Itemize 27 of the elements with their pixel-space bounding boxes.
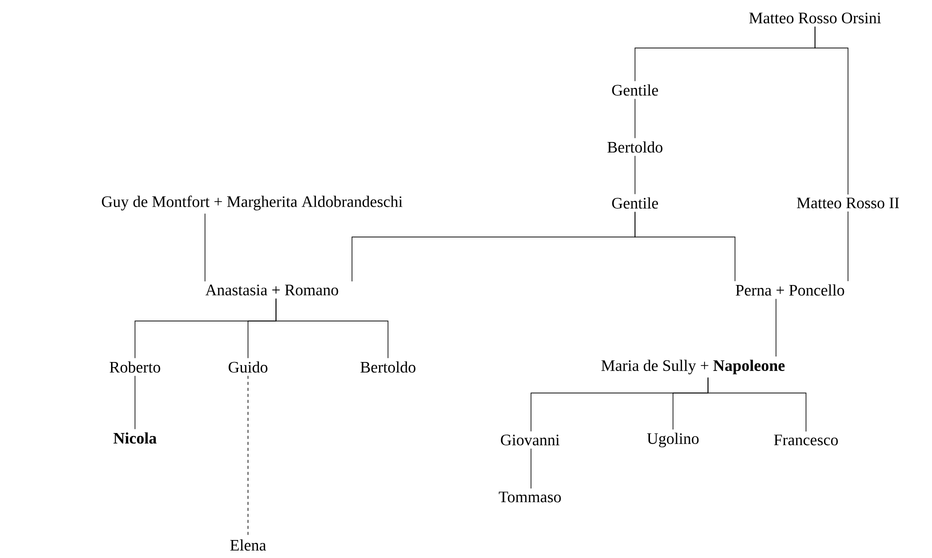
person-name: Bertoldo [360, 361, 416, 373]
person-name: Elena [230, 539, 266, 551]
person-name: Giovanni [500, 434, 560, 446]
family-line [530, 448, 532, 489]
person-name: Maria de Sully + Napoleone [601, 360, 785, 374]
person-name: Roberto [110, 361, 160, 373]
family-line [634, 155, 636, 195]
person-name: Francesco [774, 434, 838, 446]
person-name: Ugolino [647, 432, 699, 448]
person-name: Anastasia + Romano [205, 284, 338, 296]
family-line [276, 298, 388, 359]
person-name: Gentile [612, 197, 658, 209]
person-name: Nicola [114, 432, 157, 444]
person-name: Tommaso [498, 492, 561, 502]
person-name: Guy de Montfort + Margherita Aldobrandeschi [102, 196, 402, 210]
family-line [204, 213, 206, 282]
family-line [708, 377, 806, 432]
family-line [634, 98, 636, 139]
family-line [814, 26, 848, 195]
person-name: Guido [228, 361, 268, 373]
person-name: Matteo Rosso Orsini [749, 12, 881, 24]
family-line [634, 211, 736, 282]
person-name: Gentile [612, 84, 658, 96]
person-name: Matteo Rosso II [796, 198, 899, 208]
family-line [134, 375, 136, 430]
person-name: Bertoldo [607, 141, 662, 153]
person-name: Perna + Poncello [736, 284, 844, 296]
